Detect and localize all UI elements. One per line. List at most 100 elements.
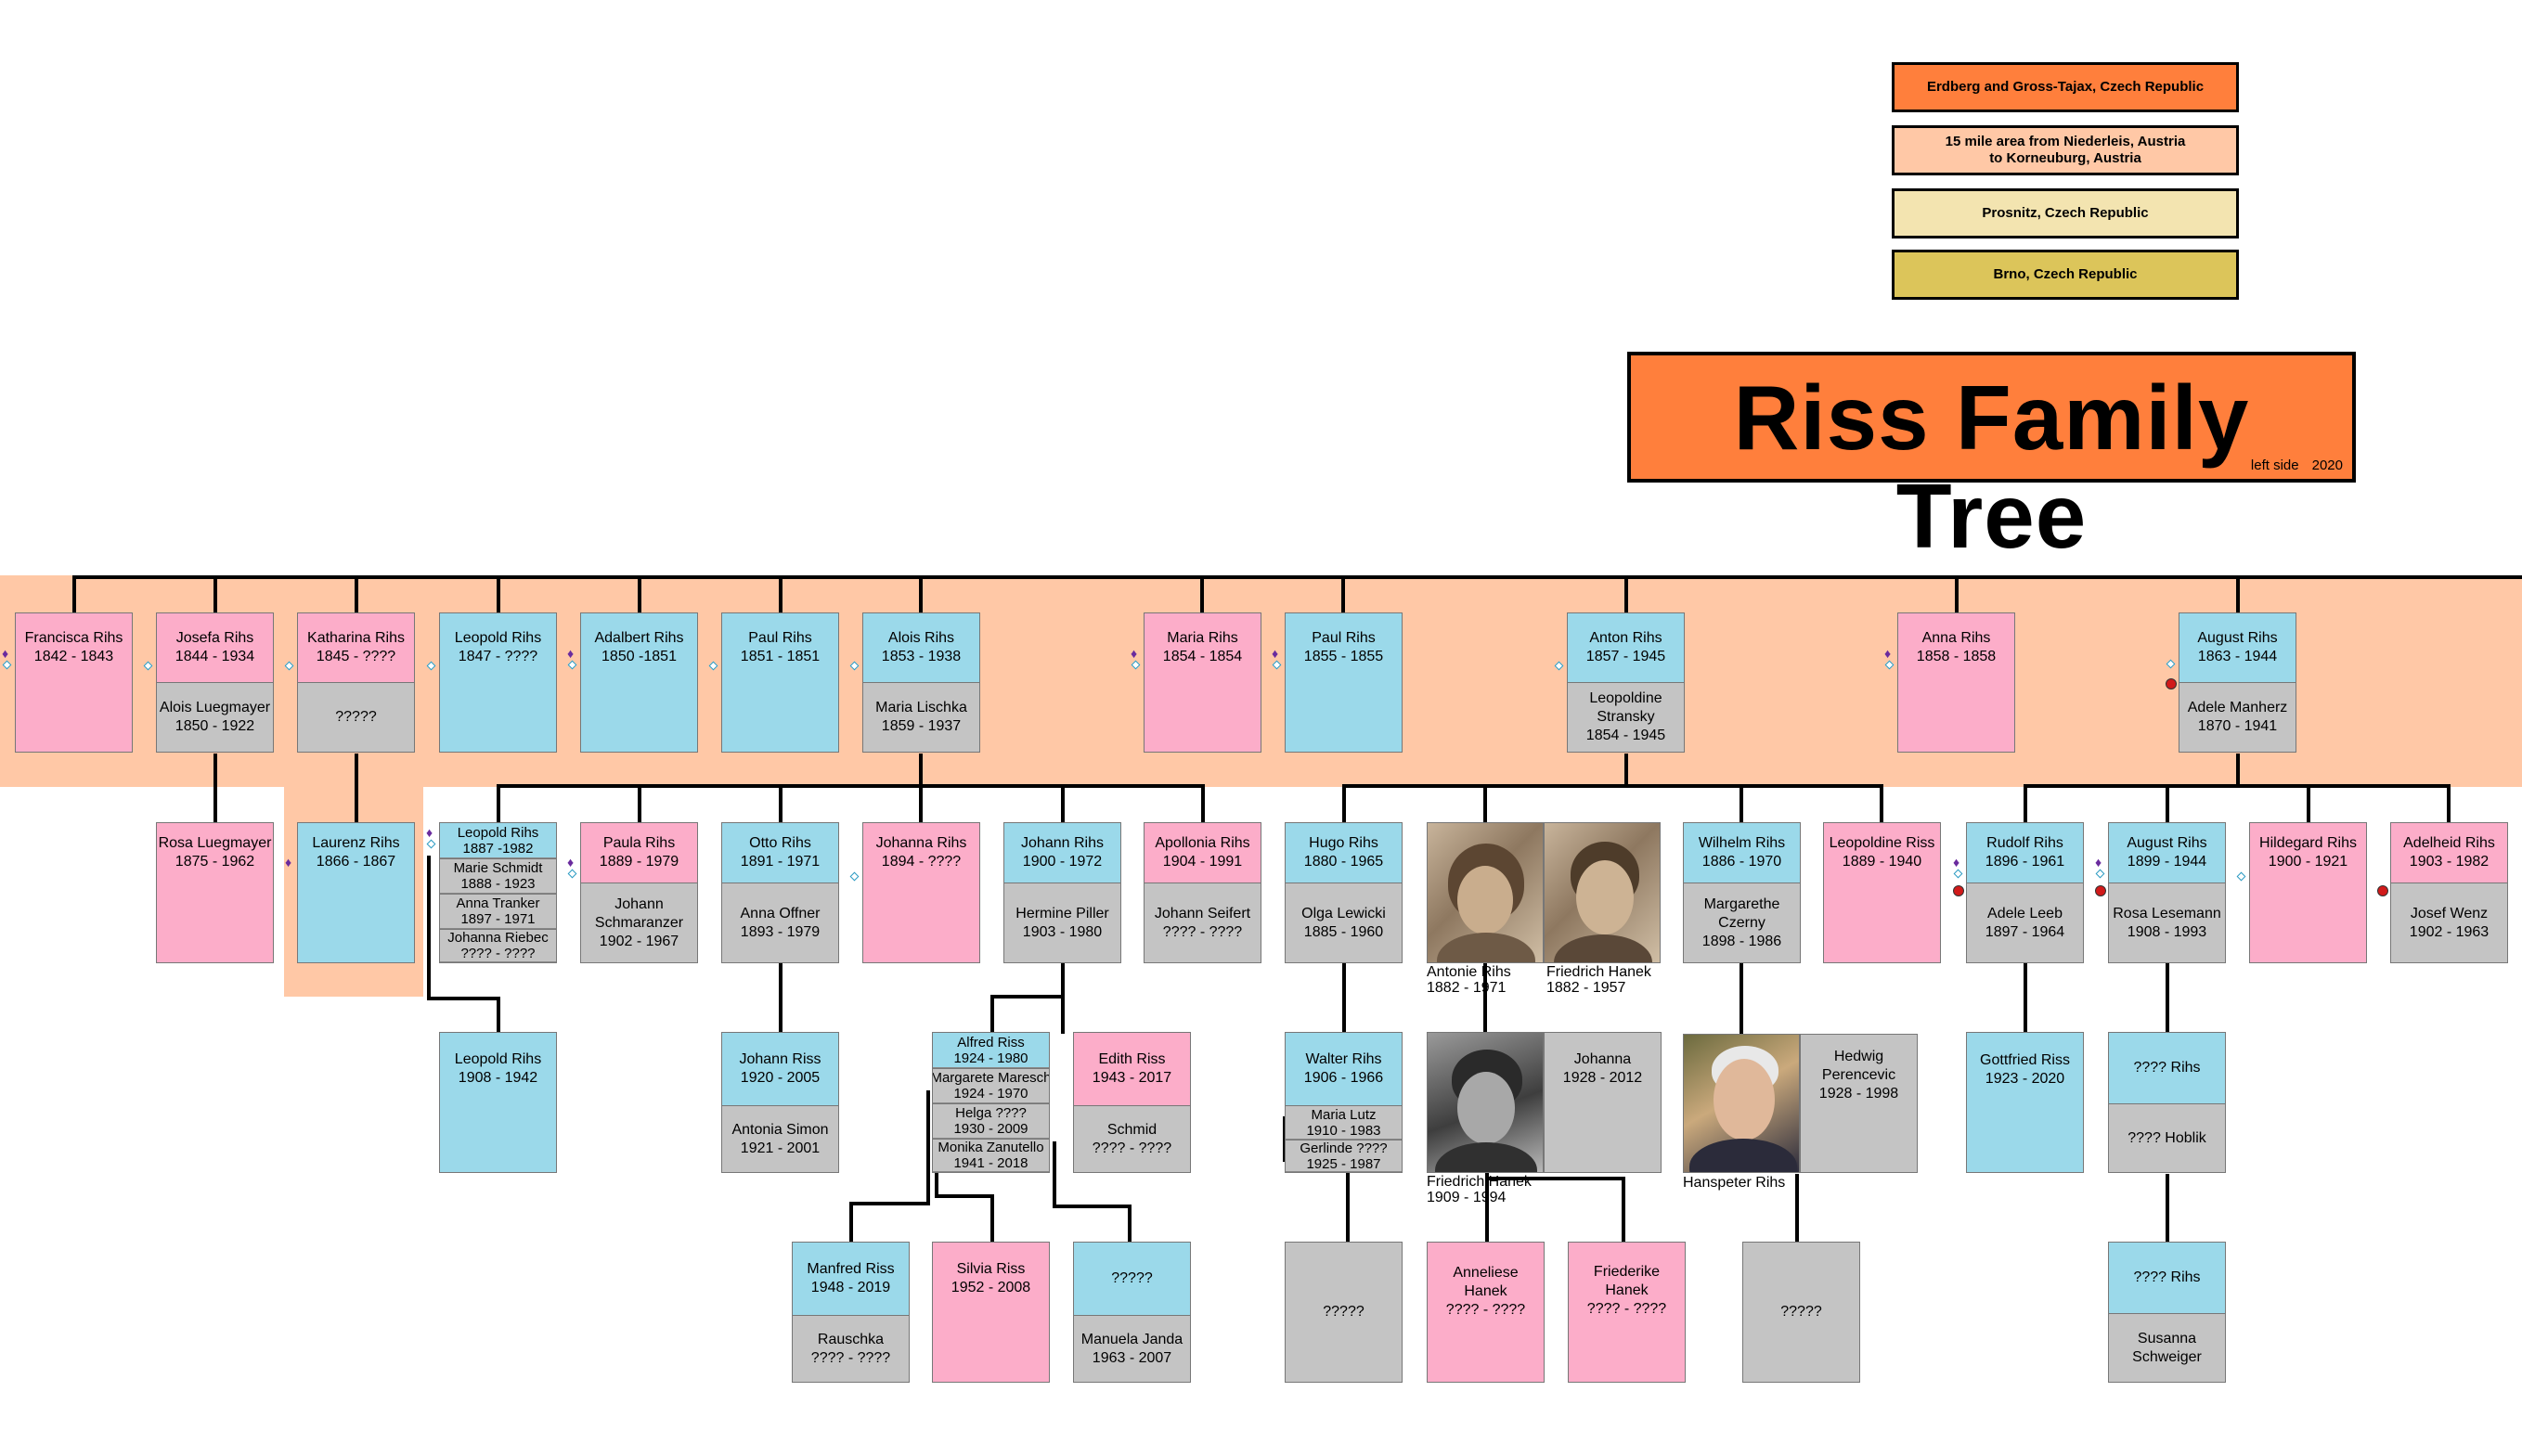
person-card[interactable]: ???? Rihs ???? Hoblik <box>2108 1032 2226 1173</box>
spouse-line: 1885 - 1960 <box>1303 923 1384 940</box>
marker-dot-icon <box>2377 885 2388 896</box>
connector-line <box>1053 1205 1132 1208</box>
marker-icon <box>426 839 436 849</box>
spouse-line: Monika Zanutello <box>938 1140 1044 1155</box>
connector-line <box>355 754 358 824</box>
person-name: Johanna Rihs <box>875 835 967 851</box>
spouse-line: 1902 - 1967 <box>599 933 679 949</box>
connector-line <box>1201 784 1205 824</box>
connector-line <box>1061 995 1065 1034</box>
connector-line <box>779 963 782 1034</box>
spouse-line: Adele Manherz <box>2187 700 2288 715</box>
connector-line <box>2024 784 2027 824</box>
person-info: ????? <box>1286 1243 1402 1382</box>
connector-line <box>990 995 994 1034</box>
person-name: ????? <box>1780 1304 1822 1320</box>
spouse-line: 1925 - 1987 <box>1306 1155 1381 1172</box>
person-card[interactable]: ????? <box>1285 1242 1403 1383</box>
spouse-line: Schweiger <box>2132 1348 2202 1365</box>
connector-line <box>355 575 358 614</box>
spouse-line: ????? <box>335 709 377 725</box>
person-dates: 1847 - ???? <box>458 649 538 664</box>
person-dates: 1900 - 1921 <box>2268 854 2348 870</box>
person-card[interactable]: ????? <box>1742 1242 1860 1383</box>
person-dates: 1899 - 1944 <box>2127 854 2207 870</box>
spouse-line: 1928 - 2012 <box>1562 1070 1643 1086</box>
person-name2: Hanek <box>1464 1283 1507 1299</box>
spouse-line: Stransky <box>1597 709 1655 725</box>
connector-line <box>926 1090 930 1204</box>
person-name: Friederike <box>1593 1264 1661 1280</box>
person-dates: 1854 - 1854 <box>1162 649 1243 664</box>
caption-dates: 1909 - 1994 <box>1427 1190 1507 1205</box>
spouse-line: Maria Lutz <box>1311 1106 1377 1123</box>
person-dates: 1891 - 1971 <box>740 854 821 870</box>
photo-caption: Friedrich Hanek <box>1427 1174 1532 1190</box>
marker-dot-icon <box>2166 678 2177 689</box>
connector-line <box>2236 754 2240 787</box>
legend-label: 15 mile area from Niederleis, Austria <box>1945 134 2186 149</box>
spouse-line: 1854 - 1945 <box>1585 728 1666 743</box>
person-dates: 1842 - 1843 <box>33 649 114 664</box>
connector-line <box>427 856 431 999</box>
marker-dot-icon <box>2095 885 2106 896</box>
person-info: ????? <box>1074 1243 1190 1315</box>
spouse-line: 1910 - 1983 <box>1306 1122 1381 1139</box>
